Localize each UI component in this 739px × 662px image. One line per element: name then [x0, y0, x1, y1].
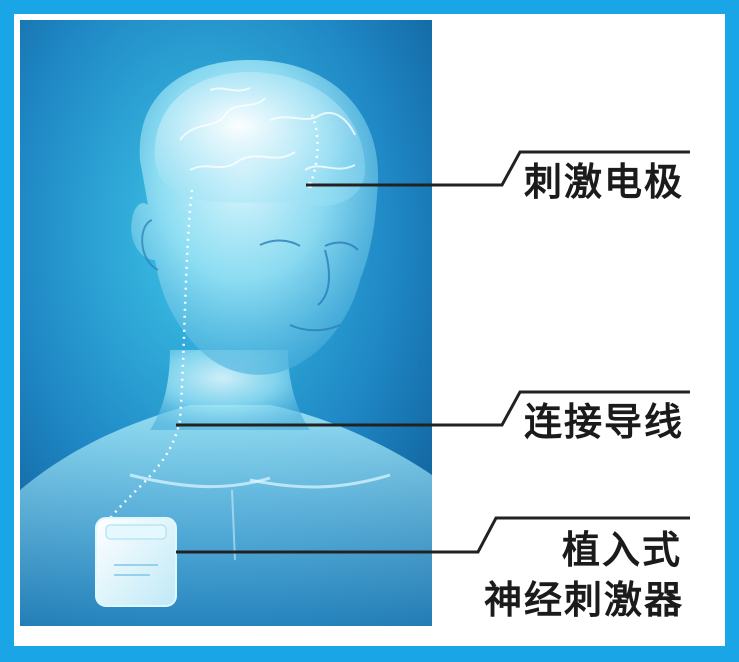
- implantable-pulse-generator-icon: [95, 517, 177, 607]
- label-stimulation-electrode: 刺激电极: [524, 160, 685, 204]
- head-illustration: [20, 20, 432, 626]
- electrode-tip: [307, 182, 313, 188]
- label-connecting-lead: 连接导线: [524, 400, 685, 444]
- human-head-xray-icon: [20, 20, 432, 626]
- label-implantable-line2: 神经刺激器: [484, 578, 685, 622]
- label-implantable-line1: 植入式: [562, 528, 683, 572]
